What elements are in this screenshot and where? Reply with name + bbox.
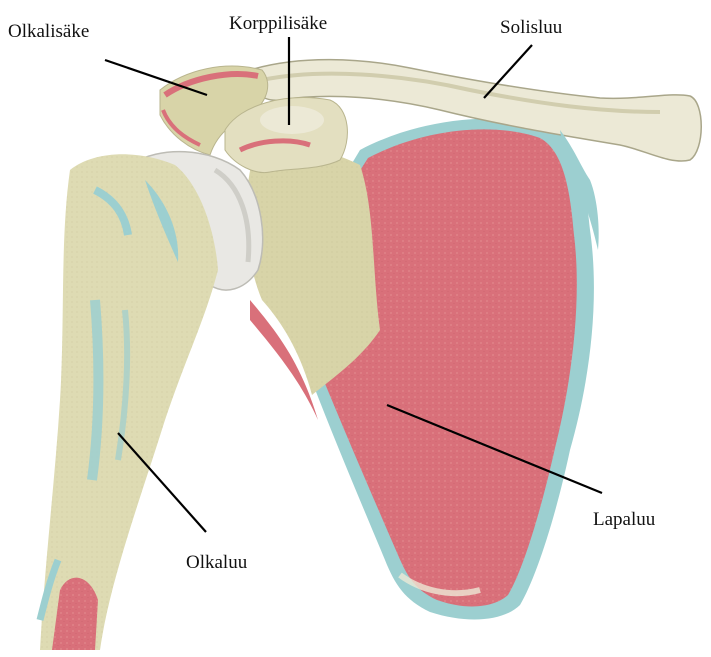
label-coracoid: Korppilisäke: [229, 14, 327, 33]
label-acromion: Olkalisäke: [8, 22, 89, 41]
humerus: [40, 154, 218, 650]
label-scapula: Lapaluu: [593, 510, 655, 529]
label-humerus: Olkaluu: [186, 553, 247, 572]
label-clavicle: Solisluu: [500, 18, 562, 37]
